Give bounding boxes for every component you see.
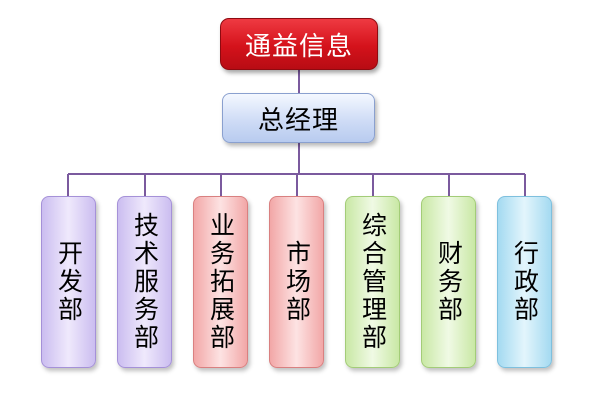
dept-development: 开发部 (41, 196, 96, 368)
company-label: 通益信息 (244, 31, 353, 62)
company-node: 通益信息 (220, 18, 378, 70)
dept-marketing: 市场部 (269, 196, 324, 368)
dept-business-expansion: 业务拓展部 (193, 196, 248, 368)
dept-administration: 行政部 (497, 196, 552, 368)
dept-label: 市场部 (282, 240, 312, 324)
dept-finance: 财务部 (421, 196, 476, 368)
dept-label: 综合管理部 (358, 212, 388, 352)
dept-general-management: 综合管理部 (345, 196, 400, 368)
dept-label: 业务拓展部 (206, 212, 236, 352)
dept-tech-service: 技术服务部 (117, 196, 172, 368)
dept-label: 财务部 (434, 240, 464, 324)
dept-label: 开发部 (54, 240, 84, 324)
dept-label: 行政部 (510, 240, 540, 324)
manager-node: 总经理 (222, 93, 375, 143)
dept-label: 技术服务部 (130, 212, 160, 352)
manager-label: 总经理 (257, 105, 339, 136)
